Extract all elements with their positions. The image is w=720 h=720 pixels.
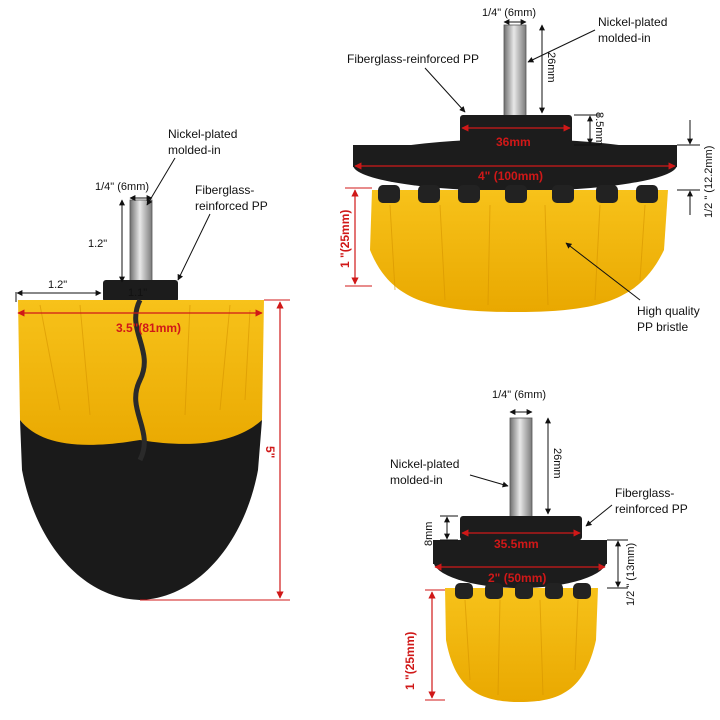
left-nickel-label-line2: molded-in xyxy=(168,143,221,157)
left-nickel-label-line1: Nickel-plated xyxy=(168,127,237,141)
left-brush-bristles-dark xyxy=(20,420,262,600)
left-shaft-height-label: 1.2" xyxy=(88,238,107,250)
br-hub-height-label: 8mm xyxy=(423,522,435,546)
bottom-right-brush-dimensions: 1/4" (6mm) Nickel-plated molded-in Fiber… xyxy=(390,389,688,701)
left-offset-label: 1.2" xyxy=(48,279,67,291)
tr-nickel-label-line1: Nickel-plated xyxy=(598,15,667,29)
left-diameter-label: 3.5"(81mm) xyxy=(116,321,181,335)
br-nickel-label-line1: Nickel-plated xyxy=(390,457,459,471)
left-fiberglass-label-line1: Fiberglass- xyxy=(195,183,254,197)
tr-bristle-label-line2: PP bristle xyxy=(637,320,688,334)
left-brush-bristle-texture xyxy=(39,304,251,416)
top-right-brush-bristles xyxy=(370,190,668,312)
left-height-label: 5" xyxy=(263,446,277,458)
br-bristle-height-label: 1 "(25mm) xyxy=(403,632,417,690)
tr-bristle-height-label: 1 "(25mm) xyxy=(338,210,352,268)
br-diameter-label: 2" (50mm) xyxy=(488,571,546,585)
br-shaft-width-label: 1/4" (6mm) xyxy=(492,389,546,401)
top-right-brush-dimensions: 1/4" (6mm) Nickel-plated molded-in Fiber… xyxy=(338,7,715,334)
br-nickel-label-line2: molded-in xyxy=(390,473,443,487)
br-fiberglass-label-line2: reinforced PP xyxy=(615,502,688,516)
left-brush-shaft xyxy=(129,199,153,286)
br-fiberglass-label-line1: Fiberglass- xyxy=(615,486,674,500)
left-shaft-width-label: 1/4" (6mm) xyxy=(95,181,149,193)
bottom-right-brush-shaft xyxy=(509,417,533,519)
left-fiberglass-label-line2: reinforced PP xyxy=(195,199,268,213)
tr-diameter-label: 4" (100mm) xyxy=(478,169,543,183)
left-brush-core xyxy=(133,298,147,462)
tr-bristle-label-line1: High quality xyxy=(637,304,700,318)
tr-hub-height-label: 8.5mm xyxy=(593,112,605,146)
tr-nickel-label-line2: molded-in xyxy=(598,31,651,45)
top-right-brush-shaft xyxy=(503,24,527,121)
br-shaft-height-label: 26mm xyxy=(551,448,563,479)
tr-hub-width-label: 36mm xyxy=(496,135,531,149)
bottom-right-brush-tufts xyxy=(455,583,591,599)
tr-fiberglass-label: Fiberglass-reinforced PP xyxy=(347,52,479,66)
left-hub-width-label: 1.1" xyxy=(128,287,147,299)
bottom-right-brush-bristles xyxy=(445,588,598,702)
br-base-height-label: 1/2 " (13mm) xyxy=(625,543,637,606)
br-hub-width-label: 35.5mm xyxy=(494,537,539,551)
tr-base-height-label: 1/2 " (12.2mm) xyxy=(703,146,715,218)
tr-shaft-height-label: 26mm xyxy=(545,52,557,83)
tr-shaft-width-label: 1/4" (6mm) xyxy=(482,7,536,19)
left-brush-dimensions: 1/4" (6mm) Nickel-plated molded-in Fiber… xyxy=(15,127,290,601)
left-brush-hub xyxy=(103,280,178,302)
top-right-brush-tufts xyxy=(378,185,658,203)
left-brush-illustration xyxy=(18,199,264,600)
